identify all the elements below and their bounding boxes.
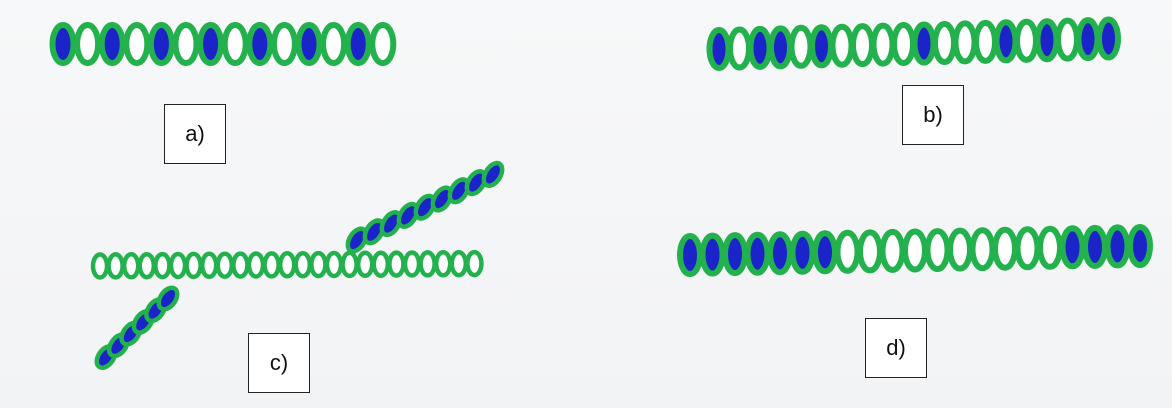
monomer-empty (323, 25, 344, 63)
monomer-empty (311, 253, 325, 276)
monomer-empty (976, 23, 995, 61)
monomer-empty (389, 253, 403, 276)
chain-b-0 (710, 20, 1119, 69)
monomer-empty (935, 24, 954, 62)
monomer-empty (126, 25, 147, 63)
monomer-filled (348, 25, 369, 63)
monomer-empty (171, 254, 185, 277)
monomer-filled (249, 25, 270, 63)
monomer-filled (53, 25, 74, 63)
monomer-empty (421, 252, 435, 275)
monomer-empty (202, 254, 216, 277)
panel-b-label: b) (902, 85, 964, 145)
monomer-empty (1058, 21, 1077, 59)
monomer-filled (299, 25, 320, 63)
monomer-empty (995, 230, 1015, 268)
monomer-filled (770, 234, 790, 272)
monomer-filled (102, 25, 123, 63)
monomer-filled (1085, 228, 1105, 266)
monomer-empty (249, 254, 263, 277)
monomer-empty (374, 253, 388, 276)
monomer-empty (280, 253, 294, 276)
panel-d-label: d) (865, 318, 927, 378)
monomer-filled (155, 284, 181, 312)
monomer-empty (1017, 22, 1036, 60)
chain-d-0 (680, 227, 1150, 274)
monomer-filled (997, 22, 1016, 60)
chain-c-backbone (93, 252, 481, 277)
monomer-filled (751, 29, 770, 67)
monomer-filled (812, 27, 831, 65)
chain-c-branch-down (93, 284, 181, 371)
panel-a-label: a) (164, 104, 226, 164)
monomer-empty (225, 25, 246, 63)
monomer-filled (703, 236, 723, 274)
monomer-empty (176, 25, 197, 63)
monomer-empty (343, 253, 357, 276)
monomer-empty (1040, 229, 1060, 267)
monomer-empty (265, 253, 279, 276)
monomer-empty (1018, 229, 1038, 267)
monomer-filled (1079, 20, 1098, 58)
monomer-empty (187, 254, 201, 277)
monomer-filled (793, 234, 813, 272)
monomer-filled (151, 25, 172, 63)
monomer-filled (1063, 228, 1083, 266)
monomer-empty (274, 25, 295, 63)
monomer-empty (950, 231, 970, 269)
monomer-empty (838, 233, 858, 271)
monomer-filled (710, 30, 729, 68)
monomer-empty (358, 253, 372, 276)
monomer-filled (915, 25, 934, 63)
monomer-empty (372, 25, 393, 63)
monomer-empty (296, 253, 310, 276)
monomer-filled (815, 233, 835, 271)
monomer-empty (436, 252, 450, 275)
monomer-empty (730, 30, 749, 68)
monomer-empty (853, 26, 872, 64)
monomer-empty (93, 255, 107, 278)
monomer-filled (771, 28, 790, 66)
monomer-empty (973, 230, 993, 268)
monomer-empty (874, 26, 893, 64)
monomer-filled (200, 25, 221, 63)
monomer-empty (140, 254, 154, 277)
monomer-empty (792, 28, 811, 66)
monomer-filled (748, 235, 768, 273)
monomer-empty (452, 252, 466, 275)
monomer-empty (155, 254, 169, 277)
monomer-empty (233, 254, 247, 277)
monomer-filled (480, 160, 506, 189)
monomer-empty (77, 25, 98, 63)
monomer-filled (725, 235, 745, 273)
monomer-empty (928, 231, 948, 269)
monomer-empty (860, 232, 880, 270)
monomer-empty (894, 25, 913, 63)
chain-c-branch-up (344, 160, 506, 255)
monomer-filled (680, 236, 700, 274)
monomer-empty (833, 27, 852, 65)
monomer-empty (467, 252, 481, 275)
monomer-filled (1099, 20, 1118, 58)
monomer-filled (1108, 227, 1128, 265)
monomer-empty (883, 232, 903, 270)
monomer-empty (109, 254, 123, 277)
monomer-filled (1038, 21, 1057, 59)
monomer-empty (956, 23, 975, 61)
monomer-empty (405, 253, 419, 276)
chain-a-0 (53, 25, 394, 63)
panel-c-label: c) (248, 333, 310, 393)
monomer-empty (905, 232, 925, 270)
monomer-empty (124, 254, 138, 277)
monomer-empty (327, 253, 341, 276)
monomer-filled (1130, 227, 1150, 265)
monomer-empty (218, 254, 232, 277)
